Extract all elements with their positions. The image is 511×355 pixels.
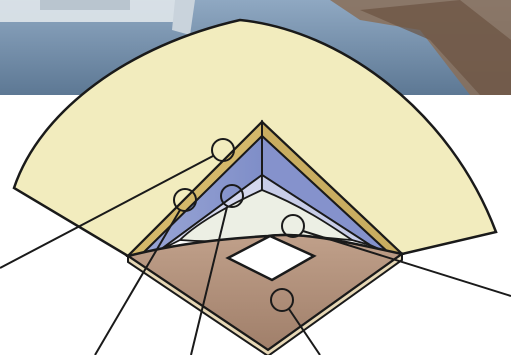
diagram-canvas bbox=[0, 0, 511, 355]
layered-cross-section-diagram bbox=[0, 0, 511, 355]
